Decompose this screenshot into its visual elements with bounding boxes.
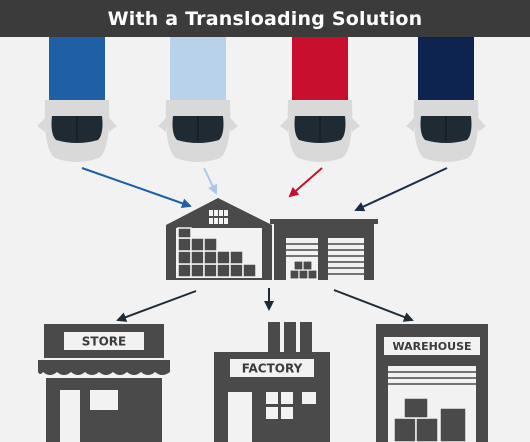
factory-sign-board [230,359,314,377]
truck-trailer [418,37,474,100]
truck-mirror-left [37,118,45,132]
store-building: STORE [38,324,170,442]
warehouse-door-slats [388,371,476,385]
truck-trailer [170,37,226,100]
title-banner: With a Transloading Solution [0,0,530,37]
facility-door-right-slats [328,243,364,275]
arrow-blue-to-facility [81,167,192,209]
facility-door-right [328,238,364,280]
truck-blue [37,37,117,162]
factory-chimney-2 [284,322,296,356]
arrow-facility-to-warehouse [333,289,414,322]
store-sign-board [64,332,144,350]
arrow-navy-to-facility [354,167,448,212]
factory-window-2 [281,392,293,404]
truck-red [280,37,360,162]
factory-window-5 [302,392,316,404]
arrow-red-to-facility [288,167,323,198]
arrow-facility-to-store [116,290,197,322]
store-label: STORE [82,335,126,349]
factory-building: FACTORY [214,322,330,442]
store-window [90,390,118,410]
facility-boxes [177,227,257,278]
facility-annex-roof [270,219,378,224]
store-awning [38,360,170,375]
truck-trailer [49,37,105,100]
warehouse-boxes [393,397,467,442]
facility-door-left-slats [286,243,318,257]
page-title: With a Transloading Solution [107,7,423,30]
warehouse-sign-board [384,337,480,355]
facility-vent [209,210,228,224]
truck-light-blue [158,37,238,162]
factory-window-3 [266,407,278,419]
truck-mirror-right [352,118,360,132]
truck-mirror-left [158,118,166,132]
truck-mirror-right [230,118,238,132]
factory-chimney-1 [268,322,280,356]
truck-navy [406,37,486,162]
truck-mirror-right [478,118,486,132]
factory-door [228,392,252,442]
warehouse-building: WAREHOUSE [376,324,488,442]
factory-window-1 [266,392,278,404]
facility-door-left-boxes [289,260,318,280]
store-door [60,390,80,442]
truck-mirror-right [109,118,117,132]
warehouse-label: WAREHOUSE [392,340,471,353]
transloading-facility [166,198,378,280]
arrow-light-blue-to-facility [203,167,218,195]
truck-trailer [292,37,348,100]
factory-label: FACTORY [242,362,303,376]
truck-mirror-left [280,118,288,132]
truck-mirror-left [406,118,414,132]
factory-chimney-3 [300,322,312,356]
factory-window-4 [281,407,293,419]
